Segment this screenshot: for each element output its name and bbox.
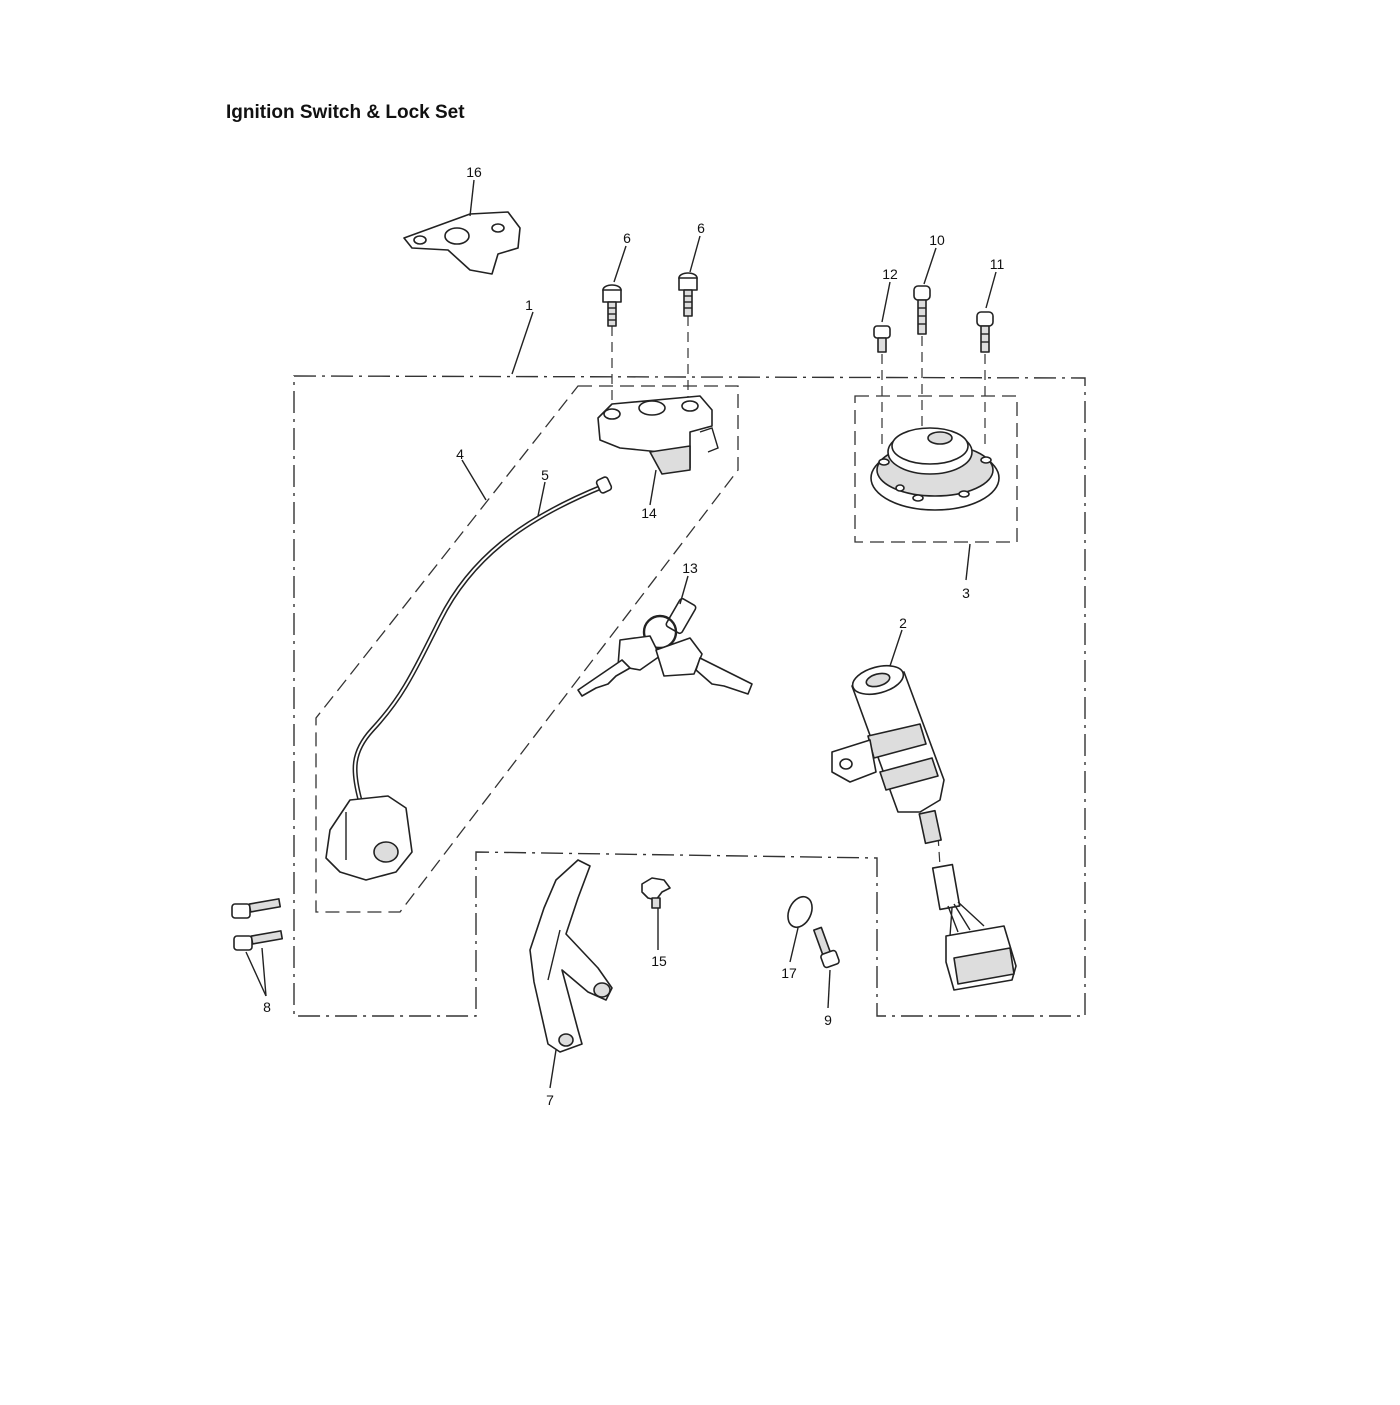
- callout-16: 16: [466, 164, 482, 180]
- callout-3: 3: [962, 585, 970, 601]
- screw-11: [976, 311, 994, 353]
- fuel-cap-3: [870, 427, 1000, 511]
- callout-6a: 6: [623, 230, 631, 246]
- screw-6b: [678, 272, 698, 317]
- callout-12: 12: [882, 266, 898, 282]
- seat-lock-4: [325, 795, 413, 881]
- callout-13: 13: [682, 560, 698, 576]
- callout-5: 5: [541, 467, 549, 483]
- keys-13: [577, 597, 753, 697]
- callout-6b: 6: [697, 220, 705, 236]
- bolts-8: [231, 898, 284, 951]
- clip-15: [641, 877, 671, 909]
- callout-8: 8: [263, 999, 271, 1015]
- screw-6a: [602, 284, 622, 327]
- screw-12: [873, 325, 891, 353]
- bracket-plate-16: [403, 211, 521, 275]
- callout-14: 14: [641, 505, 657, 521]
- assembly-boundary-3: [854, 395, 1018, 543]
- callout-7: 7: [546, 1092, 554, 1108]
- release-cable-5: [352, 476, 613, 801]
- callout-17: 17: [781, 965, 797, 981]
- seat-lock-bracket-14: [597, 395, 719, 475]
- callout-1: 1: [525, 297, 533, 313]
- washer-17: [787, 895, 813, 929]
- callout-9: 9: [824, 1012, 832, 1028]
- callout-10: 10: [929, 232, 945, 248]
- diagram-title: Ignition Switch & Lock Set: [226, 102, 465, 123]
- assembly-boundary-4: [315, 385, 739, 913]
- bolt-9: [812, 926, 840, 969]
- ignition-switch-2: [831, 664, 1017, 991]
- lever-7: [529, 859, 613, 1053]
- callout-4: 4: [456, 446, 464, 462]
- callout-15: 15: [651, 953, 667, 969]
- screw-10: [913, 285, 931, 335]
- assembly-boundary-1: [293, 375, 1086, 1017]
- callout-2: 2: [899, 615, 907, 631]
- callout-11: 11: [990, 256, 1005, 272]
